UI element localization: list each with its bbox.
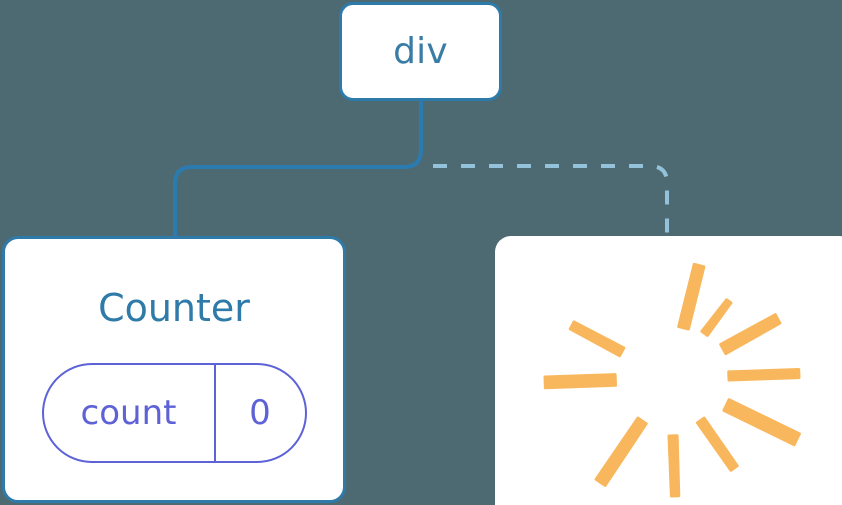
sparkle-ray-5 bbox=[722, 398, 801, 447]
state-pill-key-label: count bbox=[80, 393, 177, 433]
sparkle-ray-10 bbox=[568, 320, 626, 358]
sparkle-ray-4 bbox=[727, 368, 801, 382]
state-pill-value: 0 bbox=[216, 365, 305, 461]
node-counter[interactable]: Counter count 0 bbox=[2, 236, 346, 503]
sparkle-ray-9 bbox=[543, 373, 617, 390]
edge-root-to-counter bbox=[173, 101, 423, 238]
sparkle-ray-1 bbox=[677, 262, 706, 331]
sparkle-ray-8 bbox=[594, 416, 648, 487]
sparkle-ray-2 bbox=[700, 298, 733, 337]
sparkle-ray-7 bbox=[667, 434, 681, 498]
node-div-label: div bbox=[393, 30, 448, 72]
state-pill-value-label: 0 bbox=[249, 393, 271, 433]
node-render-flash[interactable] bbox=[495, 236, 842, 505]
sparkle-ray-3 bbox=[719, 313, 782, 356]
edge-root-to-render bbox=[433, 164, 669, 238]
sparkle-burst-icon bbox=[543, 262, 801, 498]
node-div[interactable]: div bbox=[339, 2, 502, 101]
node-counter-label: Counter bbox=[98, 286, 250, 330]
state-pill-count[interactable]: count 0 bbox=[41, 363, 307, 463]
state-pill-key: count bbox=[44, 365, 216, 461]
sparkle-ray-6 bbox=[695, 416, 739, 472]
